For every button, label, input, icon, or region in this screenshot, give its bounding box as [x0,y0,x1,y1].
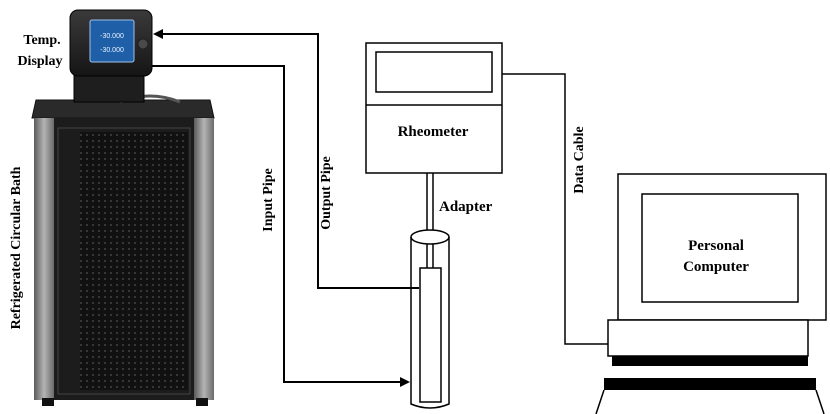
spindle-bob [420,268,441,402]
keyboard-bar-bottom [604,378,816,390]
temp-display-screen [90,20,134,62]
temp-display-label-line1: Temp. [23,33,60,48]
adapter-label: Adapter [439,199,493,215]
temp-display-label-line2: Display [17,54,62,69]
bath-lid [32,100,214,118]
control-knob-icon [138,39,148,49]
display-readout-top: -30.000 [100,33,124,40]
personal-computer [596,174,826,414]
keyboard-bar-top [612,356,808,366]
refrigerated-bath: -30.000 -30.000 [32,10,214,406]
bath-side-panel-left [34,118,54,400]
rheometer-screen [376,52,492,92]
rheometer [366,43,502,173]
computer-label-line2: Computer [683,259,749,275]
input-pipe-label: Input Pipe [261,168,276,231]
bath-grille [80,132,188,390]
data-cable-line [502,74,610,344]
computer-label-line1: Personal [688,238,744,254]
display-readout-bottom: -30.000 [100,47,124,54]
bath-side-panel-right [194,118,214,400]
output-pipe-label: Output Pipe [319,156,334,230]
data-cable-label: Data Cable [572,126,587,193]
bath-label: Refrigerated Circular Bath [9,166,24,329]
test-tube [411,230,449,408]
computer-base [608,320,808,356]
rheometer-label: Rheometer [398,124,469,140]
